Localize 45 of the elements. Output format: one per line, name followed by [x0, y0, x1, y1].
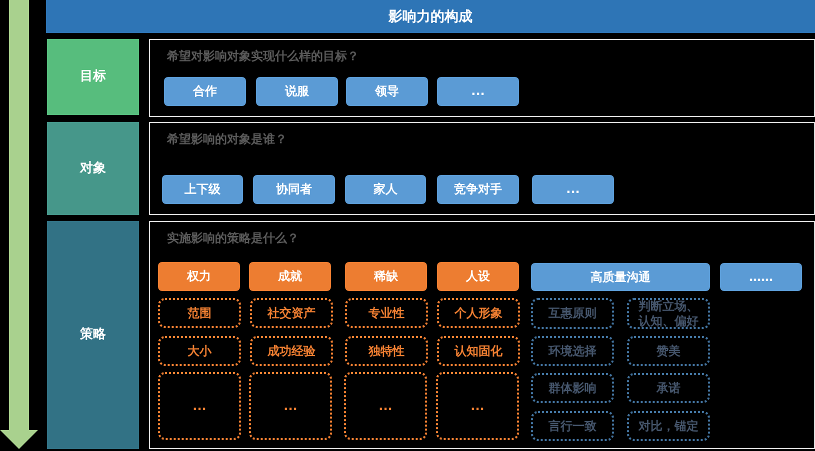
item-box: 认知固化: [437, 336, 520, 366]
item-box: 专业性: [345, 298, 428, 328]
category-box: 成就: [249, 262, 331, 291]
item-box: 独特性: [345, 336, 428, 366]
item-box: 承诺: [627, 373, 710, 403]
item-box: 成功经验: [250, 336, 333, 366]
item-box: ...: [344, 372, 427, 440]
item-box: 对比，锚定: [627, 411, 710, 441]
item-box: 个人形象: [437, 298, 520, 328]
item-box: 范围: [158, 298, 241, 328]
item-box: ...: [158, 372, 241, 440]
item-box: 言行一致: [531, 411, 614, 441]
tag-box: 竞争对手: [437, 175, 519, 204]
category-box: 权力: [158, 262, 240, 291]
question-heading: 实施影响的策略是什么？: [167, 231, 299, 246]
item-box: ...: [249, 372, 332, 440]
item-box: 社交资产: [250, 298, 333, 328]
tag-box: 高质量沟通: [531, 263, 710, 291]
label-band: 对象: [47, 122, 139, 215]
item-box: 赞美: [627, 336, 710, 366]
title-banner: 影响力的构成: [46, 0, 815, 33]
tag-box: 家人: [345, 175, 426, 204]
item-box: 大小: [158, 336, 241, 366]
content-panel: [149, 122, 815, 215]
category-box: 人设: [437, 262, 519, 291]
item-box: 环境选择: [531, 336, 614, 366]
item-box: 判断立场、认知、偏好: [627, 298, 710, 329]
label-band: 策略: [47, 221, 139, 449]
label-band: 目标: [47, 39, 139, 115]
content-panel: [149, 39, 815, 117]
tag-box: 领导: [346, 77, 428, 106]
category-box: 稀缺: [345, 262, 427, 291]
tag-box: 协同者: [253, 175, 335, 204]
tag-box: ……: [720, 263, 802, 291]
question-heading: 希望对影响对象实现什么样的目标？: [167, 49, 359, 64]
tag-box: 上下级: [162, 175, 243, 204]
content-panel: [149, 221, 815, 449]
tag-box: ...: [532, 175, 614, 204]
item-box: 群体影响: [531, 373, 614, 403]
question-heading: 希望影响的对象是谁？: [167, 132, 287, 146]
tag-box: 合作: [164, 77, 246, 106]
item-box: 互惠原则: [531, 298, 614, 329]
tag-box: 说服: [256, 77, 338, 106]
item-box: ...: [436, 372, 519, 440]
tag-box: ...: [437, 77, 519, 106]
